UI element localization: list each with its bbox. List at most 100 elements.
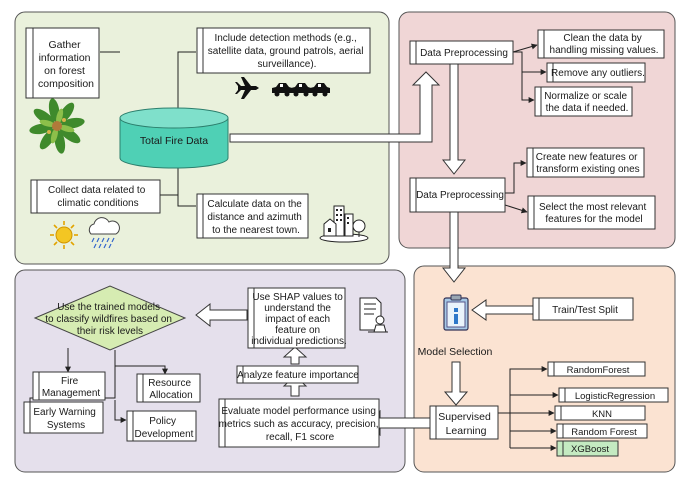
step2-label: Data Preprocessing [416,190,504,201]
select-line: Select the most relevant [539,202,646,213]
sun-icon [50,221,78,249]
fire-line: Fire [61,376,79,387]
patrol-car-icon [310,83,330,97]
gather-forest-box: Gather information on forest composition [25,27,100,99]
svg-text:Use SHAP values to under: Use SHAP values to understand the impact… [251,292,347,347]
normalize-line: Normalize or scale [544,91,627,102]
svg-text:Collect data related to: Collect data related to climatic conditi… [48,185,148,209]
decision-line: Use the trained models [57,302,160,313]
detection-line: Include detection methods (e.g., [214,33,356,44]
policy-line: Development [135,429,194,440]
model-label: XGBoost [571,444,609,455]
data-preprocessing-step2: Data Preprocessing [409,177,506,213]
model-logisticregression-box: LogisticRegression [558,387,669,403]
decision-line: to classify wildfires based on [45,314,172,325]
svg-text:Calculate data on the di: Calculate data on the distance and azimu… [207,199,304,236]
evaluate-line: Evaluate model performance using [221,406,376,417]
svg-text:Gather information: Gather information on forest composition [38,39,94,90]
svg-text:Select the most relevant: Select the most relevant features for th… [539,202,649,225]
policy-line: Policy [149,416,176,427]
svg-text:Normalize or scale the d: Normalize or scale the data if needed. [544,91,630,114]
airplane-icon [235,77,259,99]
database-label: Total Fire Data [140,135,208,147]
total-fire-data-database: Total Fire Data [119,107,229,169]
shap-line: understand the [264,303,331,314]
evaluate-performance-box: Evaluate model performance using metrics… [218,398,382,448]
outliers-label: Remove any outliers. [551,68,645,79]
warning-line: Systems [47,420,85,431]
model-label: RandomForest [567,365,630,376]
svg-text:Include detection methods (e.g: Include detection methods (e.g., satelli… [208,33,366,70]
svg-text:Clean the data by handli: Clean the data by handling missing value… [550,33,659,56]
evaluate-line: recall, F1 score [266,432,335,443]
flow-arrows [195,63,534,437]
patrol-car-icon [272,83,292,97]
gather-line: composition [38,78,94,90]
evaluate-line: metrics such as accuracy, precision, [219,419,379,430]
fire-line: Management [42,388,101,399]
svg-text:Resource Allocation: Resource Allocation [148,378,194,401]
model-knn-box: KNN [554,405,646,421]
detection-line: surveillance). [258,59,317,70]
report-analysis-icon [359,297,388,333]
distance-line: Calculate data on the [207,199,302,210]
step1-label: Data Preprocessing [420,48,508,59]
model-label: KNN [592,409,612,420]
train-test-split-box: Train/Test Split [532,297,634,321]
shap-line: individual predictions. [251,336,347,347]
fire-management-box: Fire Management [32,371,106,401]
shap-line: feature on [275,325,320,336]
model-randomforest-box: RandomForest [547,361,646,377]
tree-icon [29,98,85,154]
distance-azimuth-box: Calculate data on the distance and azimu… [196,193,309,239]
shap-line: Use SHAP values to [252,292,343,303]
detection-line: satellite data, ground patrols, aerial [208,46,364,57]
policy-development-box: Policy Development [126,410,197,442]
clean-line: handling missing values. [550,45,659,56]
gather-line: on forest [44,65,85,77]
distance-line: distance and azimuth [207,212,302,223]
clean-data-box: Clean the data by handling missing value… [537,29,665,59]
decision-line: their risk levels [77,326,143,337]
svg-text:Supervised Learning: Supervised Learning [438,411,493,437]
model-random-forest-box: Random Forest [556,423,648,439]
early-warning-box: Early Warning Systems [23,401,104,434]
shap-line: impact of each [265,314,330,325]
patrol-car-icon [291,83,311,97]
model-xgboost-box: XGBoost [556,440,619,457]
climatic-line: climatic conditions [57,198,138,209]
svg-text:Evaluate model performance usi: Evaluate model performance using metrics… [219,406,382,443]
clipboard-icon [443,294,469,331]
climatic-data-box: Collect data related to climatic conditi… [30,179,161,214]
supervised-line: Learning [446,425,487,437]
features-line: Create new features or [536,152,638,163]
detection-methods-box: Include detection methods (e.g., satelli… [196,27,371,74]
model-label: Random Forest [571,427,637,438]
classify-risk-decision: Use the trained models to classify wildf… [33,285,187,351]
resource-line: Resource [148,378,191,389]
svg-text:Use the trained models t: Use the trained models to classify wildf… [45,302,175,337]
climatic-line: Collect data related to [48,185,146,196]
data-preprocessing-step1: Data Preprocessing [409,40,514,65]
svg-text:Create new features or t: Create new features or transform existin… [536,152,641,175]
importance-label: Analyze feature importance [237,370,359,381]
rain-cloud-icon [88,217,120,249]
shap-values-box: Use SHAP values to understand the impact… [247,287,347,349]
supervised-line: Supervised [438,411,491,423]
warning-line: Early Warning [33,407,95,418]
select-features-box: Select the most relevant features for th… [527,195,656,230]
create-features-box: Create new features or transform existin… [526,147,645,178]
distance-line: to the nearest town. [212,225,300,236]
resource-line: Allocation [149,390,192,401]
remove-outliers-box: Remove any outliers. [546,62,646,83]
town-icon [319,205,369,243]
svg-text:Policy Development: Policy Development [135,416,194,440]
svg-text:Early Warning Systems: Early Warning Systems [33,407,98,431]
split-label: Train/Test Split [552,305,618,316]
clean-line: Clean the data by [563,33,641,44]
model-selection-label: Model Selection [418,346,493,358]
select-line: features for the model [545,214,642,225]
resource-allocation-box: Resource Allocation [136,373,201,403]
features-line: transform existing ones [536,164,639,175]
